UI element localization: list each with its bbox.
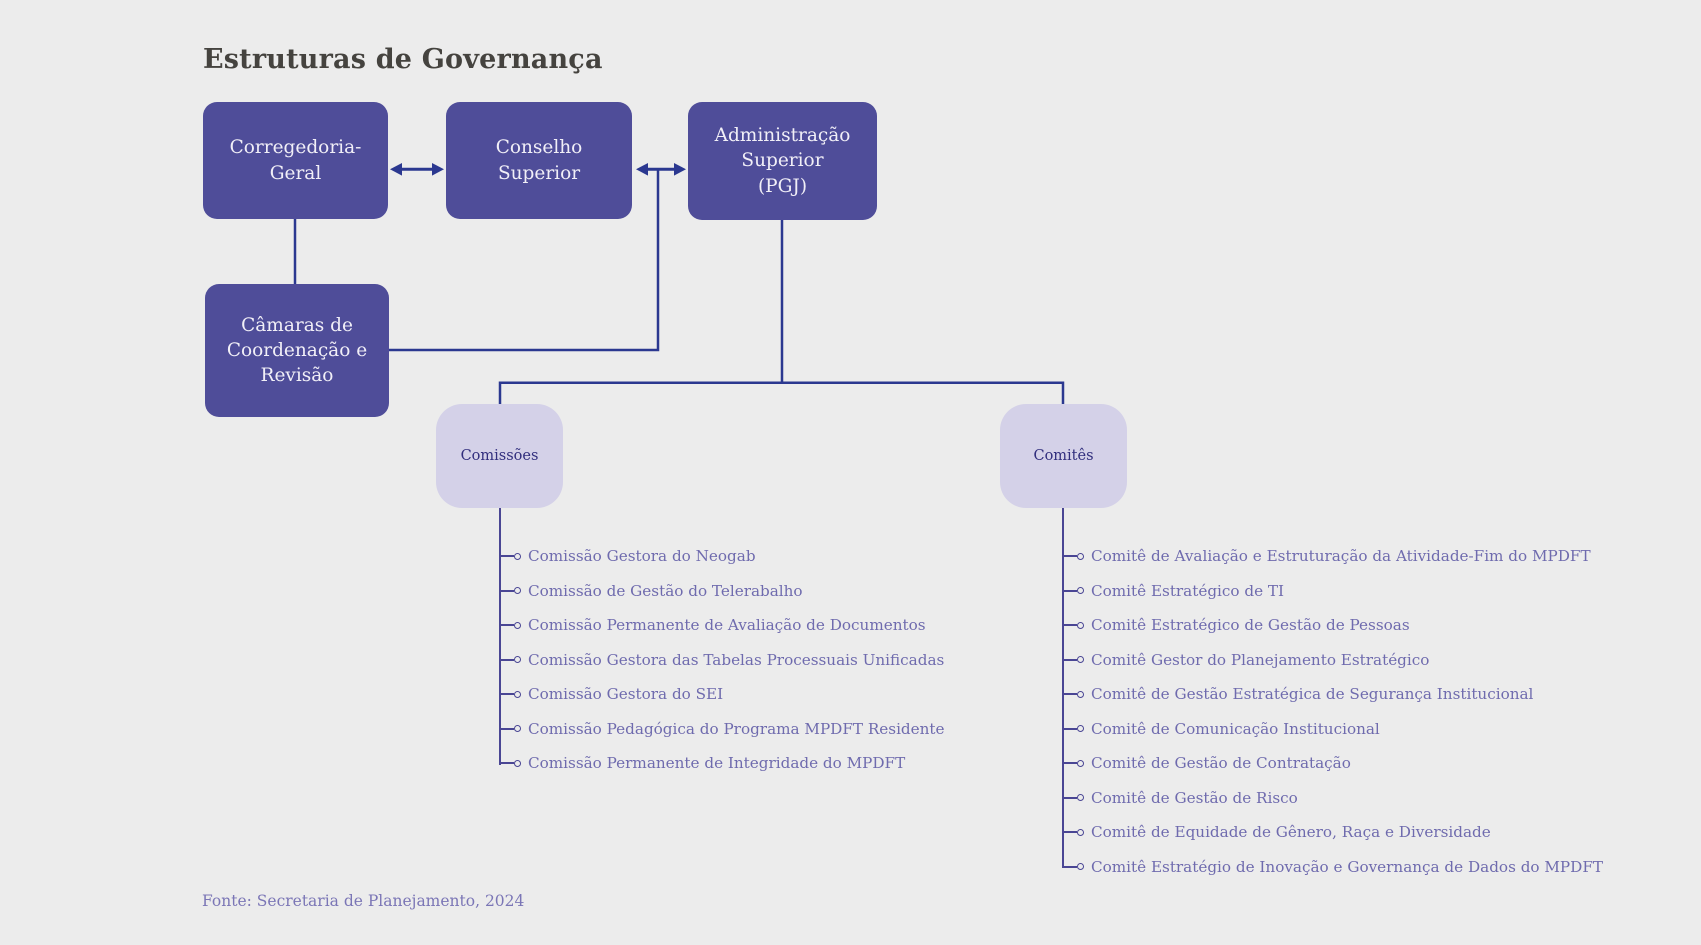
org-box-comissoes: Comissões: [436, 404, 563, 508]
source-note: Fonte: Secretaria de Planejamento, 2024: [202, 892, 525, 910]
tree-tick: [500, 727, 514, 730]
tree-tick: [1063, 762, 1077, 765]
node-circle-icon: [514, 725, 521, 733]
tree-item-label: Comitê de Avaliação e Estruturação da At…: [1091, 547, 1591, 566]
tree-item-label: Comitê Estratégico de Gestão de Pessoas: [1091, 616, 1410, 635]
tree-trunk-comites: [1061, 508, 1065, 868]
tree-item-label: Comissão Permanente de Avaliação de Docu…: [528, 616, 926, 635]
connector-branch-bar: [498, 381, 1065, 405]
tree-tick: [500, 658, 514, 661]
node-circle-icon: [1077, 656, 1084, 664]
tree-item: Comitê de Equidade de Gênero, Raça e Div…: [1063, 815, 1603, 850]
double-arrow-right-icon: [636, 163, 686, 176]
tree-item: Comitê de Gestão de Risco: [1063, 781, 1603, 816]
org-box-corregedoria-geral: Corregedoria-Geral: [203, 102, 388, 219]
tree-item-label: Comissão de Gestão do Telerabalho: [528, 581, 803, 600]
tree-item: Comissão Gestora das Tabelas Processuais…: [500, 643, 945, 678]
tree-item-label: Comissão Permanente de Integridade do MP…: [528, 754, 906, 773]
tree-item: Comitê de Avaliação e Estruturação da At…: [1063, 539, 1603, 574]
tree-item: Comitê de Gestão de Contratação: [1063, 746, 1603, 781]
tree-item-label: Comissão Gestora das Tabelas Processuais…: [528, 650, 945, 669]
tree-item-label: Comitê Gestor do Planejamento Estratégic…: [1091, 650, 1430, 669]
node-circle-icon: [1077, 690, 1084, 698]
tree-item: Comissão Permanente de Integridade do MP…: [500, 746, 945, 781]
node-circle-icon: [1077, 587, 1084, 595]
tree-tick: [1063, 727, 1077, 730]
tree-trunk-comissoes: [498, 508, 502, 765]
tree-item: Comitê Estratégico de TI: [1063, 574, 1603, 609]
node-circle-icon: [1077, 725, 1084, 733]
tree-item-label: Comitê Estratégio de Inovação e Governan…: [1091, 857, 1603, 876]
double-arrow-left-icon: [390, 163, 444, 176]
node-circle-icon: [514, 587, 521, 595]
tree-item-label: Comitê de Gestão Estratégica de Seguranç…: [1091, 685, 1534, 704]
tree-item: Comitê Gestor do Planejamento Estratégic…: [1063, 643, 1603, 678]
tree-tick: [1063, 658, 1077, 661]
node-circle-icon: [514, 656, 521, 664]
tree-tick: [1063, 589, 1077, 592]
node-circle-icon: [514, 552, 521, 560]
tree-item-label: Comitê de Gestão de Contratação: [1091, 754, 1351, 773]
tree-tick: [500, 555, 514, 558]
tree-tick: [500, 624, 514, 627]
tree-item: Comitê de Gestão Estratégica de Seguranç…: [1063, 677, 1603, 712]
tree-tick: [1063, 555, 1077, 558]
comites-list: Comitê de Avaliação e Estruturação da At…: [1063, 539, 1603, 884]
page-title: Estruturas de Governança: [203, 44, 603, 75]
tree-item: Comitê Estratégio de Inovação e Governan…: [1063, 850, 1603, 885]
org-box-conselho-superior: Conselho Superior: [446, 102, 632, 219]
tree-tick: [1063, 693, 1077, 696]
org-box-administracao-superior: Administração Superior (PGJ): [688, 102, 877, 220]
tree-item-label: Comitê de Equidade de Gênero, Raça e Div…: [1091, 823, 1491, 842]
tree-tick: [1063, 831, 1077, 834]
tree-item: Comissão Pedagógica do Programa MPDFT Re…: [500, 712, 945, 747]
tree-item: Comissão Gestora do Neogab: [500, 539, 945, 574]
tree-item: Comissão Permanente de Avaliação de Docu…: [500, 608, 945, 643]
tree-item: Comissão Gestora do SEI: [500, 677, 945, 712]
tree-item: Comitê de Comunicação Institucional: [1063, 712, 1603, 747]
node-circle-icon: [1077, 828, 1084, 836]
tree-tick: [500, 693, 514, 696]
node-circle-icon: [1077, 863, 1084, 871]
tree-tick: [500, 589, 514, 592]
node-circle-icon: [1077, 759, 1084, 767]
tree-item-label: Comitê Estratégico de TI: [1091, 581, 1285, 600]
org-box-comites: Comitês: [1000, 404, 1127, 508]
node-circle-icon: [1077, 794, 1084, 802]
tree-tick: [500, 762, 514, 765]
org-box-camaras-coordenacao: Câmaras de Coordenação e Revisão: [205, 284, 389, 417]
tree-item-label: Comissão Gestora do SEI: [528, 685, 724, 704]
node-circle-icon: [514, 759, 521, 767]
tree-item-label: Comissão Gestora do Neogab: [528, 547, 756, 566]
tree-tick: [1063, 796, 1077, 799]
tree-tick: [1063, 624, 1077, 627]
tree-item-label: Comissão Pedagógica do Programa MPDFT Re…: [528, 719, 945, 738]
connector-camaras-elbow: [389, 170, 660, 352]
node-circle-icon: [514, 621, 521, 629]
tree-item-label: Comitê de Gestão de Risco: [1091, 788, 1298, 807]
node-circle-icon: [1077, 552, 1084, 560]
tree-item-label: Comitê de Comunicação Institucional: [1091, 719, 1380, 738]
tree-item: Comitê Estratégico de Gestão de Pessoas: [1063, 608, 1603, 643]
tree-item: Comissão de Gestão do Telerabalho: [500, 574, 945, 609]
node-circle-icon: [514, 690, 521, 698]
tree-tick: [1063, 865, 1077, 868]
node-circle-icon: [1077, 621, 1084, 629]
